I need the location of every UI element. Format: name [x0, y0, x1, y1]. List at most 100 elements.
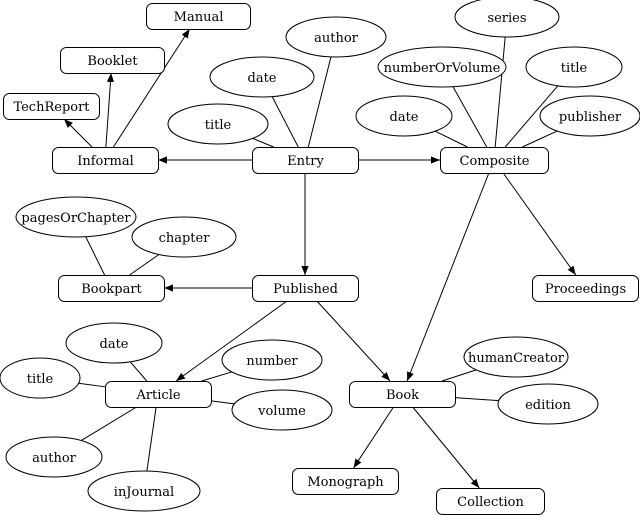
entity-label: Entry	[287, 154, 324, 169]
attribute-book-humancreator[interactable]: humanCreator	[463, 336, 569, 378]
attribute-article-title[interactable]: title	[0, 357, 81, 399]
attribute-link-book-edition	[454, 397, 499, 402]
attribute-label: pagesOrChapter	[21, 211, 131, 226]
attribute-ellipse	[377, 46, 507, 88]
attribute-link-article-title	[78, 382, 106, 388]
edges	[63, 28, 577, 489]
attribute-article-date[interactable]: date	[65, 322, 163, 364]
entity-proceedings[interactable]: Proceedings	[532, 275, 639, 302]
entity-label: Monograph	[307, 475, 384, 490]
inheritance-arrow-published-to-book	[316, 300, 391, 382]
attribute-label: series	[487, 11, 526, 26]
attribute-label: title	[205, 118, 232, 133]
entity-manual[interactable]: Manual	[146, 3, 251, 30]
entity-box	[52, 147, 159, 174]
inheritance-arrow-informal-to-booklet	[105, 72, 115, 148]
attribute-entry-title[interactable]: title	[167, 103, 269, 145]
attribute-label: inJournal	[114, 485, 174, 500]
attribute-book-edition[interactable]: edition	[497, 383, 599, 425]
entity-box	[252, 275, 359, 302]
entity-booklet[interactable]: Booklet	[60, 47, 165, 74]
attribute-label: humanCreator	[468, 351, 565, 366]
entity-box	[146, 3, 251, 30]
entity-collection[interactable]: Collection	[436, 488, 545, 515]
inheritance-arrow-composite-to-proceedings	[502, 172, 577, 276]
entity-label: Published	[273, 282, 338, 297]
inheritance-arrow-composite-to-book	[406, 172, 490, 382]
entity-box	[292, 468, 399, 495]
attribute-label: author	[32, 451, 77, 466]
attribute-bookpart-pagesorchapter[interactable]: pagesOrChapter	[15, 196, 137, 238]
attribute-label: volume	[257, 404, 306, 419]
entity-composite[interactable]: Composite	[440, 147, 549, 174]
attribute-link-composite-publisher	[522, 130, 558, 148]
entity-entry[interactable]: Entry	[252, 147, 359, 174]
attribute-label: author	[314, 31, 359, 46]
entity-label: Proceedings	[545, 282, 626, 297]
attribute-label: edition	[525, 398, 571, 413]
entity-label: Collection	[457, 495, 524, 510]
attribute-ellipse	[525, 46, 623, 88]
attribute-ellipse	[5, 436, 103, 478]
attribute-link-composite-series	[494, 36, 506, 148]
attribute-article-author[interactable]: author	[5, 436, 103, 478]
attribute-ellipse	[539, 95, 640, 137]
attribute-ellipse	[87, 470, 201, 512]
entity-bookpart[interactable]: Bookpart	[58, 275, 165, 302]
attribute-link-book-humancreator	[441, 369, 477, 382]
entity-label: Article	[135, 388, 180, 403]
attribute-entry-date[interactable]: date	[209, 56, 315, 98]
entity-box	[3, 93, 100, 120]
attribute-article-number[interactable]: number	[221, 339, 323, 381]
inheritance-arrow-informal-to-techreport	[63, 118, 93, 148]
entity-label: Informal	[77, 154, 134, 169]
entity-label: TechReport	[13, 100, 90, 115]
attribute-ellipse	[285, 16, 387, 58]
entity-article[interactable]: Article	[105, 381, 212, 408]
entity-label: Bookpart	[81, 282, 142, 297]
attribute-label: chapter	[159, 231, 211, 246]
attribute-ellipse	[65, 322, 163, 364]
entity-monograph[interactable]: Monograph	[292, 468, 399, 495]
attribute-link-composite-title	[504, 85, 559, 148]
attribute-composite-series[interactable]: series	[454, 0, 560, 38]
attribute-composite-numberorvolume[interactable]: numberOrVolume	[377, 46, 507, 88]
attribute-ellipse	[209, 56, 315, 98]
attribute-composite-date[interactable]: date	[355, 95, 453, 137]
entity-book[interactable]: Book	[349, 381, 456, 408]
entity-box	[532, 275, 639, 302]
attribute-ellipse	[167, 103, 269, 145]
attribute-ellipse	[497, 383, 599, 425]
attribute-composite-title[interactable]: title	[525, 46, 623, 88]
inheritance-arrow-book-to-monograph	[353, 406, 394, 469]
attribute-ellipse	[231, 389, 333, 431]
inheritance-arrow-book-to-collection	[412, 406, 480, 489]
entity-box	[252, 147, 359, 174]
entity-label: Book	[386, 388, 419, 403]
attribute-composite-publisher[interactable]: publisher	[539, 95, 640, 137]
attribute-link-composite-date	[434, 130, 468, 148]
attribute-ellipse	[355, 95, 453, 137]
attribute-link-entry-author	[307, 56, 332, 148]
attribute-label: date	[100, 337, 129, 352]
entity-published[interactable]: Published	[252, 275, 359, 302]
inheritance-arrow-informal-to-manual	[112, 28, 191, 148]
attribute-link-article-injournal	[146, 406, 157, 472]
attribute-ellipse	[463, 336, 569, 378]
attribute-entry-author[interactable]: author	[285, 16, 387, 58]
attribute-label: date	[248, 71, 277, 86]
attribute-bookpart-chapter[interactable]: chapter	[131, 216, 237, 258]
entity-box	[440, 147, 549, 174]
attribute-link-article-number	[201, 371, 233, 382]
entity-techreport[interactable]: TechReport	[3, 93, 100, 120]
attribute-link-bookpart-pagesorchapter	[85, 236, 106, 276]
entity-label: Manual	[174, 10, 224, 25]
attribute-ellipse	[454, 0, 560, 38]
entity-box	[105, 381, 212, 408]
entity-informal[interactable]: Informal	[52, 147, 159, 174]
attribute-article-volume[interactable]: volume	[231, 389, 333, 431]
attribute-article-injournal[interactable]: inJournal	[87, 470, 201, 512]
attribute-link-article-volume	[210, 400, 235, 405]
